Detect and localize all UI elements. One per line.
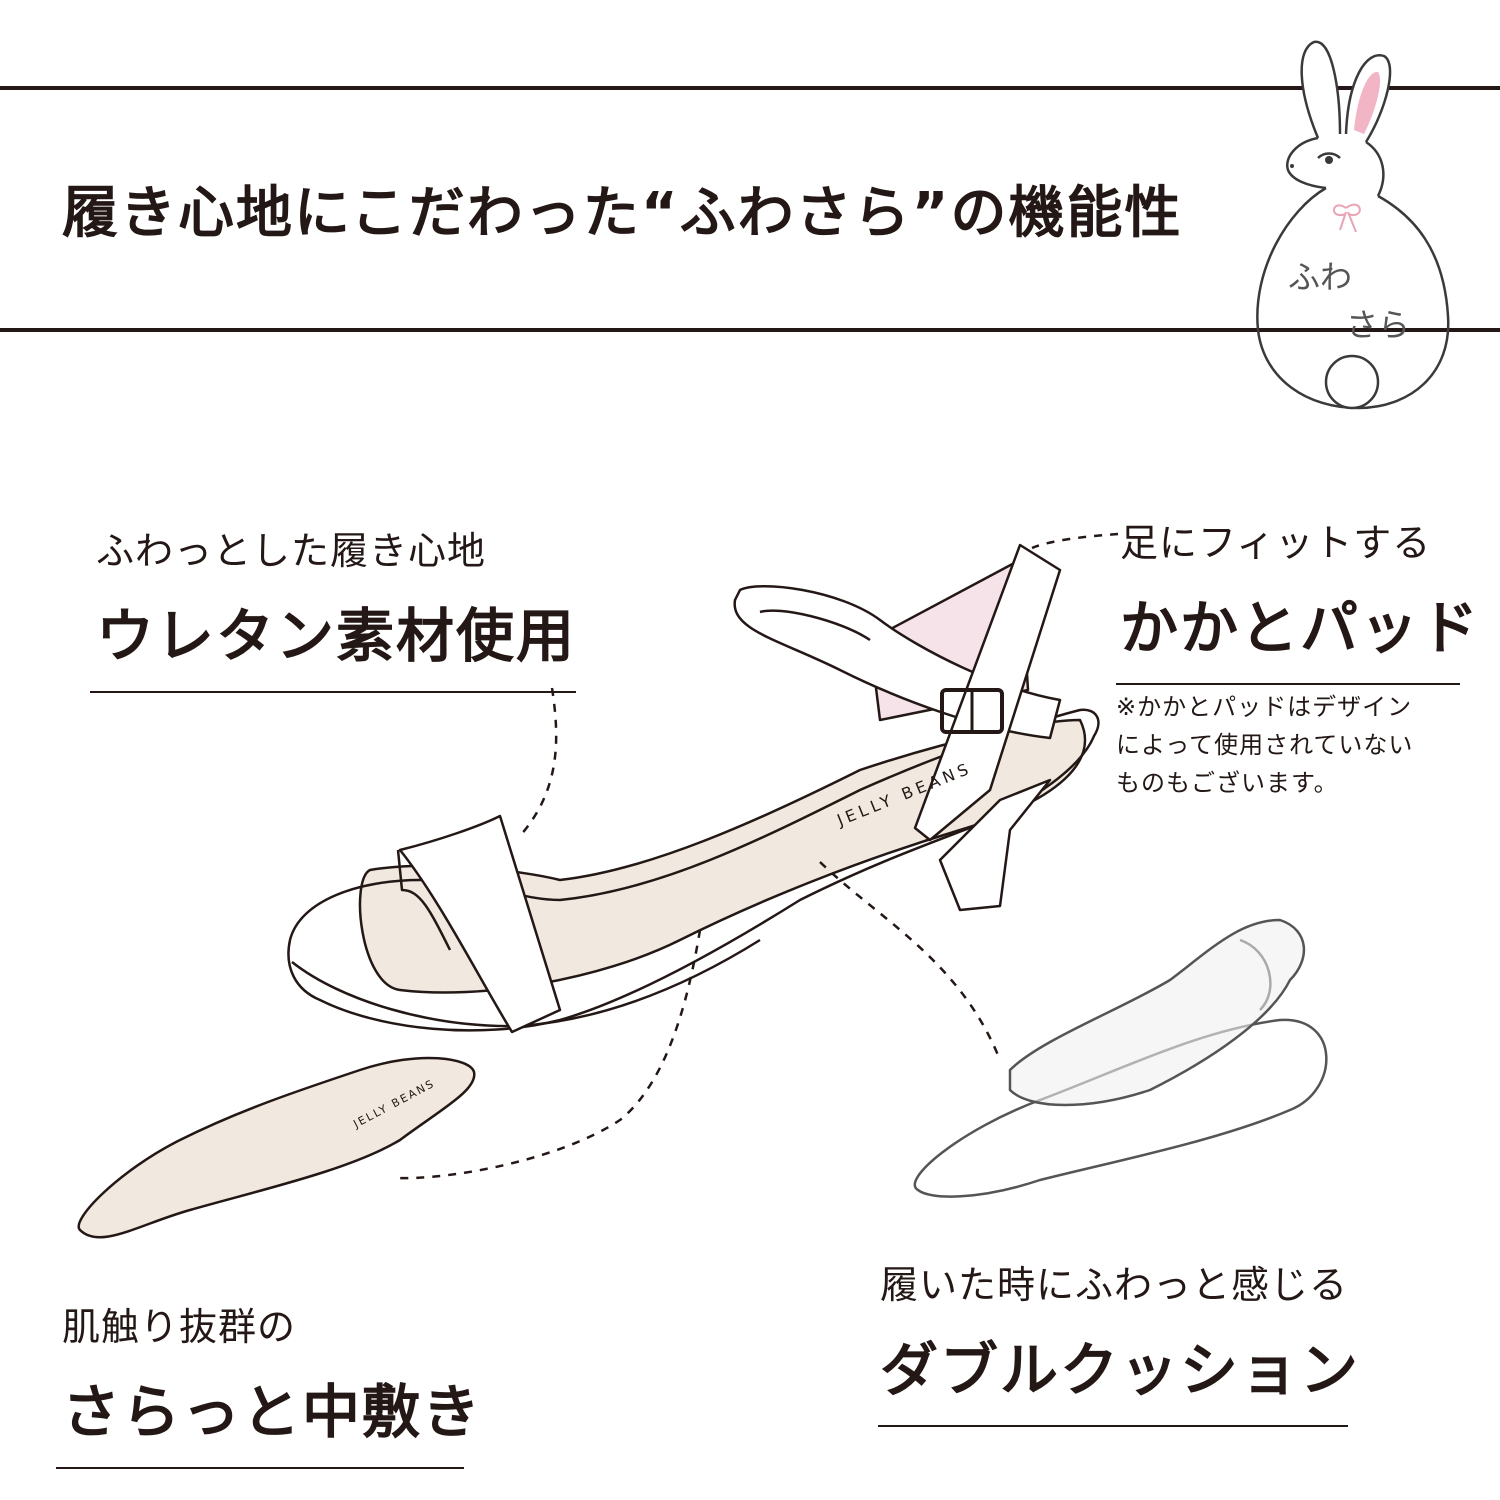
feature-heel-pad-underline [1116,683,1460,685]
feature-urethane-sub: ふわっとした履き心地 [96,529,487,573]
feature-insole-sub: 肌触り抜群の [62,1305,297,1349]
feature-insole-title: さらっと中敷き [62,1378,483,1446]
header-top-rule [0,86,1500,90]
note-line-2: によって使用されていない [1116,731,1414,759]
heel-pad-note: ※かかとパッドはデザイン によって使用されていない ものもございます。 [1116,688,1456,802]
mascot-text-bottom: さら [1346,306,1410,344]
note-line-1: ※かかとパッドはデザイン [1116,693,1413,721]
feature-insole: 肌触り抜群の さらっと中敷き [56,1296,483,1469]
mascot-text-top: ふわ [1288,258,1352,296]
page-title: 履き心地にこだわった“ふわさら”の機能性 [62,181,1183,246]
feature-double-cushion: 履いた時にふわっと感じる ダブルクッション [878,1254,1361,1427]
header-bottom-rule [0,328,1500,332]
feature-double-cushion-underline [878,1425,1348,1427]
rabbit-mascot-icon: ふわ さら [1256,40,1450,410]
feature-heel-pad: 足にフィットする かかとパッド [1116,512,1481,685]
note-line-3: ものもございます。 [1116,769,1339,797]
feature-urethane-title: ウレタン素材使用 [96,602,577,670]
feature-urethane-underline [90,691,576,693]
feature-urethane: ふわっとした履き心地 ウレタン素材使用 [90,520,577,693]
feature-heel-pad-sub: 足にフィットする [1120,521,1432,565]
feature-heel-pad-title: かかとパッド [1120,594,1481,662]
feature-insole-underline [56,1467,464,1469]
feature-double-cushion-sub: 履いた時にふわっと感じる [880,1263,1349,1307]
feature-double-cushion-title: ダブルクッション [880,1336,1361,1404]
